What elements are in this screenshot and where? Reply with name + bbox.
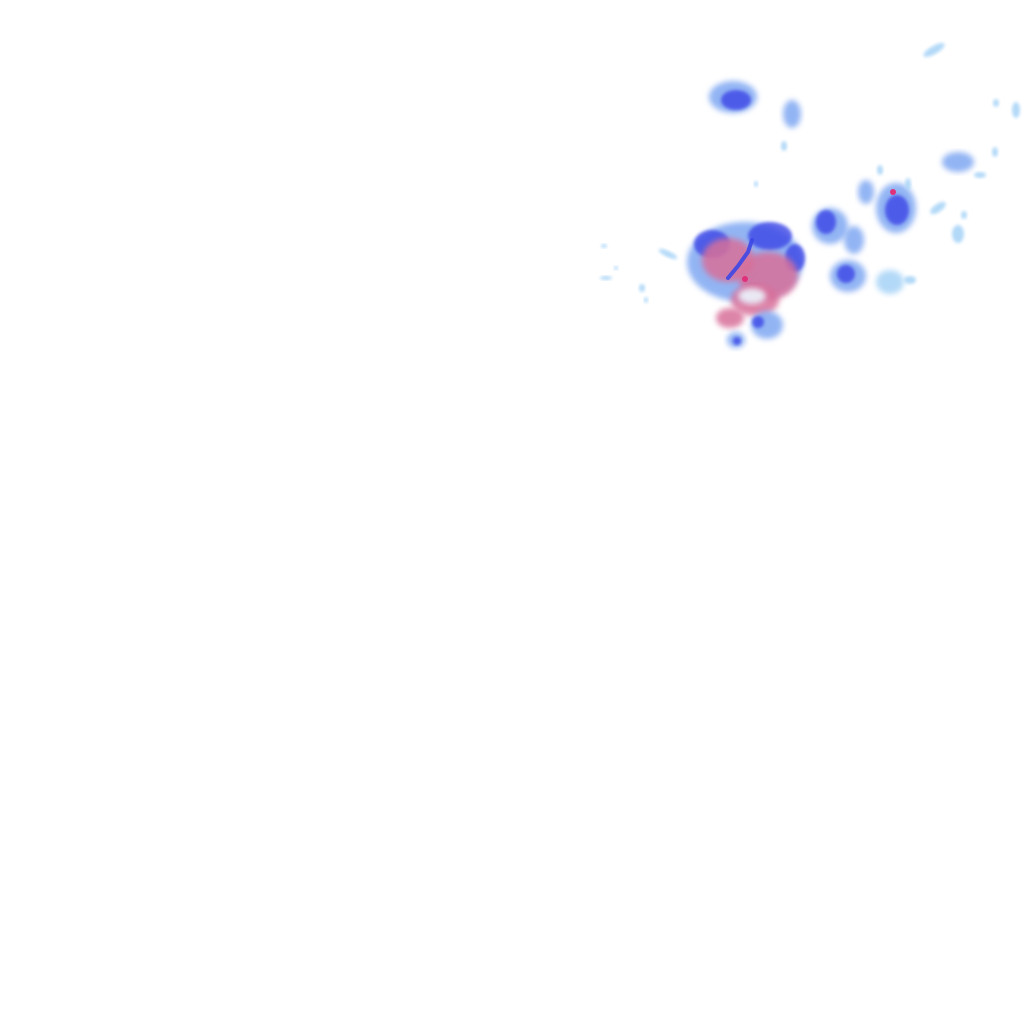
precip-cell-west-trace	[600, 181, 758, 303]
precip-cell-main-storm	[658, 222, 805, 348]
precip-cell-east	[812, 165, 916, 294]
precip-cell-north	[709, 81, 801, 151]
precip-cell-northeast-wisps	[923, 43, 1020, 243]
